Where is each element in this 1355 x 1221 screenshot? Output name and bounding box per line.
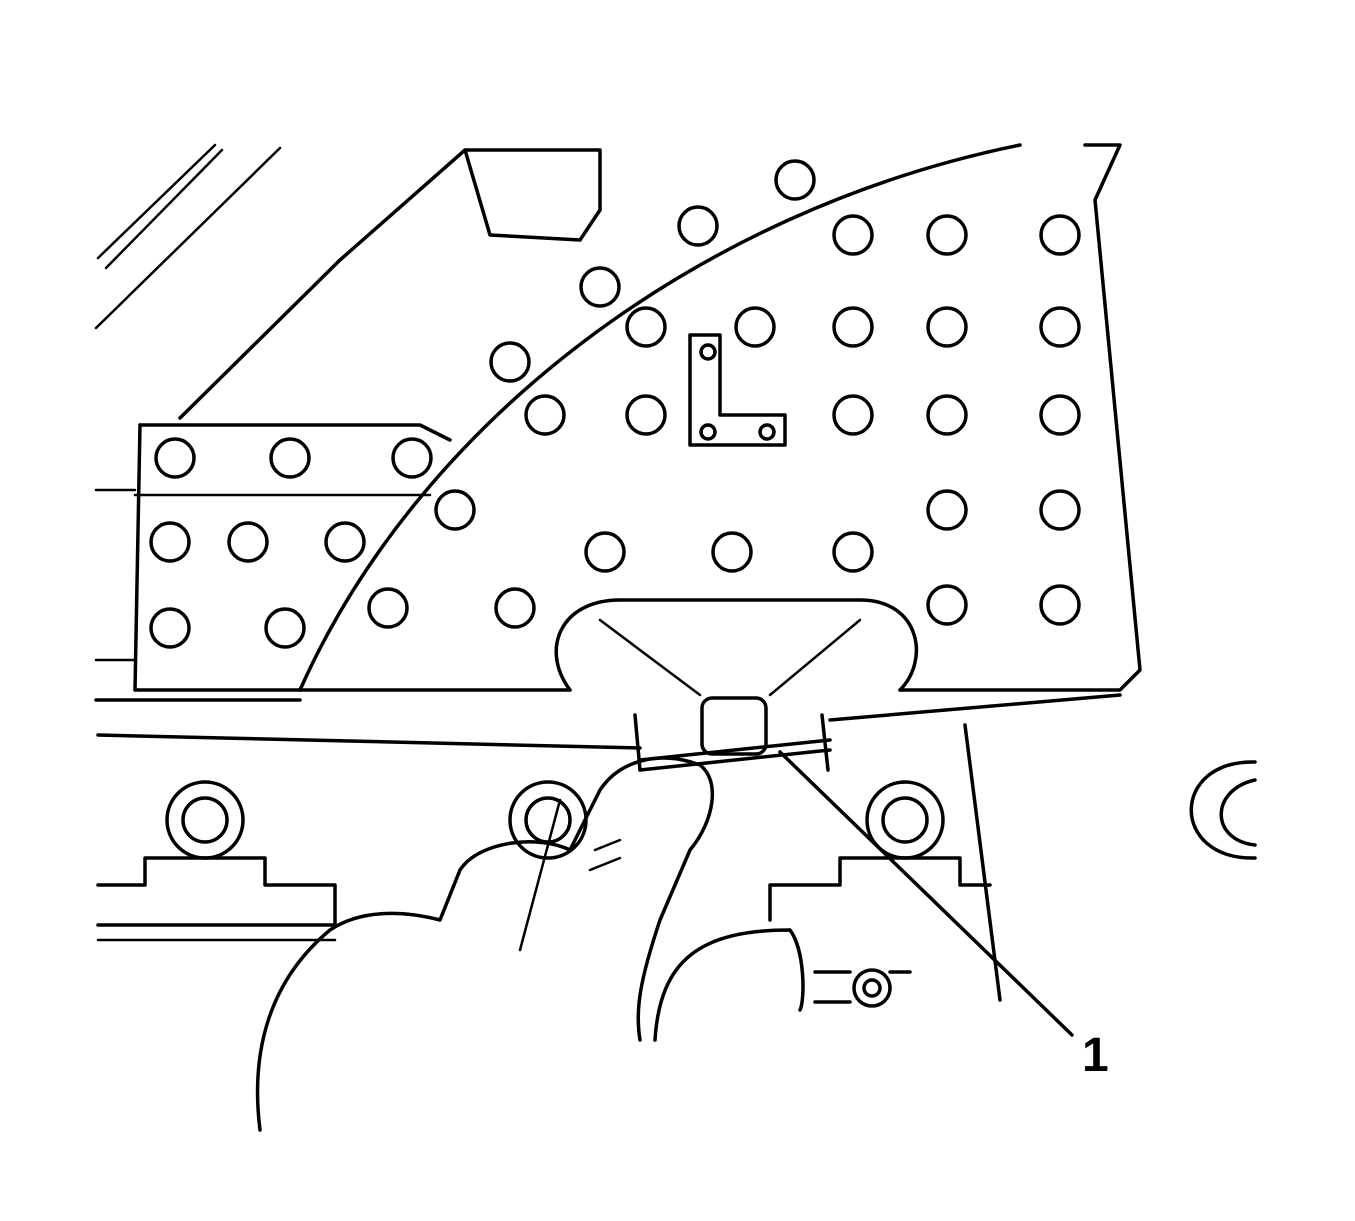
callout-leader-line	[778, 750, 1074, 1037]
perforation-holes	[149, 159, 1081, 649]
callout-label-1: 1	[1082, 1029, 1109, 1082]
retaining-clip	[700, 696, 768, 756]
